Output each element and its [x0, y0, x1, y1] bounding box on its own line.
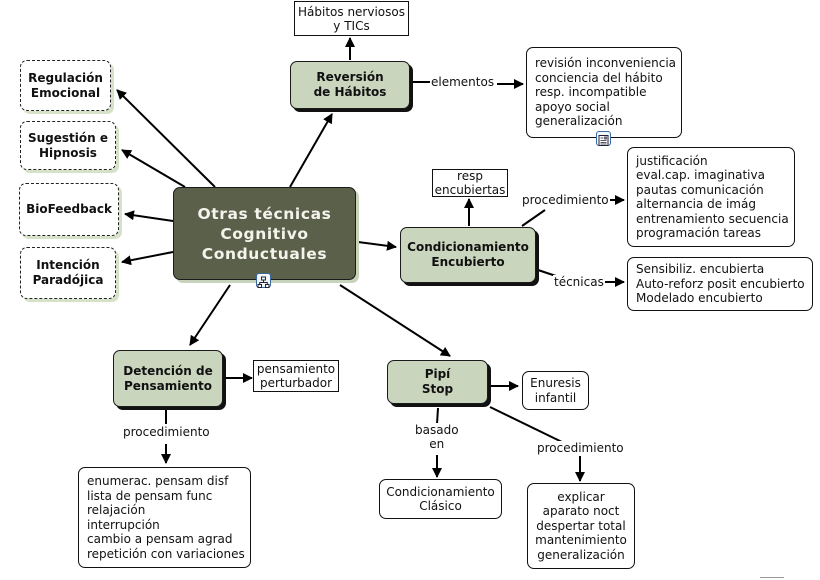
link-central-sugestion	[121, 149, 186, 188]
link-central-biofeedback	[124, 210, 174, 222]
node-tecnicas-list[interactable]: Sensibiliz. encubierta Auto-reforz posit…	[627, 257, 813, 311]
link-pipi-basado-a	[436, 407, 439, 425]
node-procedimiento-condicionamiento[interactable]: justificación eval.cap. imaginativa paut…	[627, 147, 795, 247]
link-label-tecnicas: técnicas	[553, 275, 605, 289]
concept-map-icon[interactable]	[256, 273, 271, 288]
node-regulacion-emocional[interactable]: Regulación Emocional	[20, 60, 111, 111]
node-detencion-pensamiento[interactable]: Detención de Pensamiento	[113, 350, 223, 407]
link-condicionamiento-proc-a	[521, 209, 546, 227]
scroll-indicator	[760, 577, 784, 578]
central-concept[interactable]: Otras técnicas Cognitivo Conductuales	[173, 187, 356, 280]
concept-map-glyph	[257, 276, 270, 288]
link-central-condicionamiento	[357, 240, 397, 251]
link-label-elementos: elementos	[430, 75, 496, 89]
link-label-basado-en: basado en	[414, 423, 460, 451]
node-procedimiento-pipi[interactable]: explicar aparato noct despertar total ma…	[527, 483, 635, 569]
link-central-reversion	[289, 113, 333, 188]
document-glyph	[598, 135, 609, 146]
link-central-regulacion	[116, 89, 216, 188]
link-pipi-proc-a	[489, 406, 563, 443]
link-label-procedimiento-condicionamiento: procedimiento	[521, 193, 610, 207]
node-enuresis-infantil[interactable]: Enuresis infantil	[522, 371, 589, 410]
node-intencion-paradojica[interactable]: Intención Paradójica	[20, 247, 116, 299]
node-resp-encubiertas[interactable]: resp encubiertas	[432, 169, 508, 197]
link-label-procedimiento-detencion: procedimiento	[122, 425, 211, 439]
node-habitos-nerviosos[interactable]: Hábitos nerviosos y TICs	[294, 1, 409, 36]
node-sugestion-hipnosis[interactable]: Sugestión e Hipnosis	[20, 121, 116, 170]
node-condicionamiento-encubierto[interactable]: Condicionamiento Encubierto	[400, 227, 536, 283]
node-procedimiento-detencion[interactable]: enumerac. pensam disf lista de pensam fu…	[78, 467, 251, 568]
link-central-pipi	[339, 284, 451, 357]
node-reversion-habitos[interactable]: Reversión de Hábitos	[290, 61, 410, 109]
node-pensamiento-perturbador[interactable]: pensamiento perturbador	[253, 360, 339, 392]
document-icon[interactable]	[596, 131, 611, 146]
node-biofeedback[interactable]: BioFeedback	[19, 183, 119, 236]
node-pipi-stop[interactable]: Pipí Stop	[387, 360, 488, 404]
node-elementos-list[interactable]: revisión inconveniencia conciencia del h…	[526, 47, 682, 138]
link-central-intencion	[121, 251, 174, 266]
link-central-detencion	[189, 284, 231, 346]
link-label-procedimiento-pipi: procedimiento	[536, 441, 625, 455]
node-condicionamiento-clasico[interactable]: Condicionamiento Clásico	[379, 479, 502, 519]
